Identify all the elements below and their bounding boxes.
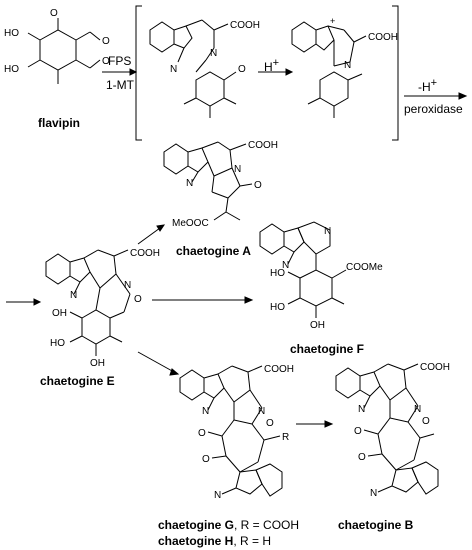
chaetogine-f-structure [259, 221, 347, 318]
reagent-proton: H+ [264, 57, 280, 74]
flavipin-aldehyde-o-bottom: O [102, 56, 110, 67]
intermediate-brackets [135, 5, 399, 141]
arrow-to-chaetogine-e [6, 298, 42, 306]
chaetogine-g-indole-n-1: N [202, 406, 209, 417]
chaetogine-g-o-lactam: O [266, 418, 274, 429]
chaetogine-e-oh-1: OH [52, 308, 67, 319]
imine-indole-n-label: N [170, 64, 177, 75]
chaetogine-g-n: N [258, 406, 265, 417]
reagent-fps: FPS [108, 54, 132, 68]
reagent-1mt: 1-MT [106, 78, 134, 92]
label-chaetogine-f: chaetogine F [290, 342, 365, 356]
chaetogine-a-cooh: COOH [248, 140, 278, 151]
imine-aldehyde-o-label: O [238, 64, 246, 75]
label-chaetogine-e: chaetogine E [40, 374, 115, 388]
arrow-to-chaetogine-a [137, 224, 166, 245]
chaetogine-f-ho-1: HO [270, 268, 285, 279]
label-flavipin: flavipin [38, 116, 81, 130]
label-chaetogine-g: chaetogine G, R = COOH [158, 518, 300, 532]
label-chaetogine-a: chaetogine A [176, 244, 251, 258]
chaetogine-b-o-1: O [354, 426, 362, 437]
flavipin-oh-label: O [50, 8, 58, 19]
reagent-peroxidase: peroxidase [404, 102, 463, 116]
chaetogine-e-oh-2: OH [90, 358, 105, 369]
chaetogine-e-o: O [134, 294, 142, 305]
imine-cooh-label: COOH [230, 20, 260, 31]
intermediate-cation-structure [291, 21, 367, 118]
cation-cooh-label: COOH [368, 32, 398, 43]
chaetogine-g-structure [179, 365, 283, 497]
imine-n-label: N [210, 48, 217, 59]
chaetogine-f-ho-2: HO [270, 302, 285, 313]
label-chaetogine-b: chaetogine B [338, 518, 414, 532]
chaetogine-g-r: R [282, 432, 289, 443]
intermediate-imine-structure [149, 19, 237, 118]
chaetogine-a-n: N [234, 164, 241, 175]
chaetogine-f-pyridine-n: N [324, 226, 331, 237]
cation-n-label: N [344, 60, 351, 71]
chaetogine-a-o: O [254, 180, 262, 191]
arrow-to-chaetogine-f [152, 296, 254, 304]
chaetogine-b-o-lactam: O [422, 416, 430, 427]
label-chaetogine-h: chaetogine H, R = H [158, 534, 272, 548]
arrow-protonation [258, 68, 294, 76]
flavipin-ho-top: HO [4, 28, 19, 39]
chaetogine-f-coome: COOMe [346, 262, 383, 273]
chaetogine-a-structure [163, 141, 253, 221]
chaetogine-b-o-2: O [358, 452, 366, 463]
chaetogine-f-oh: OH [310, 320, 325, 331]
chaetogine-e-indole-n: N [70, 290, 77, 301]
chaetogine-g-o-2: O [202, 454, 210, 465]
chaetogine-e-n: N [124, 280, 131, 291]
chaetogine-f-indole-n: N [282, 260, 289, 271]
chaetogine-b-cooh: COOH [420, 362, 450, 373]
chaetogine-a-indole-n: N [186, 178, 193, 189]
chaetogine-e-ho: HO [50, 338, 65, 349]
arrow-peroxidase [404, 92, 468, 100]
arrow-to-chaetogine-g [137, 351, 180, 376]
chaetogine-b-indole-n-2: N [370, 488, 377, 499]
chaetogine-b-n: N [414, 404, 421, 415]
cation-plus-label: + [330, 16, 335, 26]
flavipin-ho-bottom: HO [4, 64, 19, 75]
arrow-fps [102, 68, 138, 76]
chaetogine-b-structure [335, 363, 439, 495]
chaetogine-e-cooh: COOH [130, 248, 160, 259]
arrow-to-chaetogine-b [296, 420, 334, 428]
flavipin-structure [27, 18, 101, 84]
chaetogine-e-structure [45, 249, 131, 356]
flavipin-aldehyde-o-top: O [102, 36, 110, 47]
chaetogine-g-cooh: COOH [264, 364, 294, 375]
chaetogine-g-o-1: O [198, 428, 206, 439]
chaetogine-a-meooc: MeOOC [172, 218, 209, 229]
chaetogine-b-indole-n-1: N [358, 404, 365, 415]
chaetogine-g-indole-n-2: N [214, 490, 221, 501]
reagent-minus-h: -H+ [418, 77, 438, 94]
